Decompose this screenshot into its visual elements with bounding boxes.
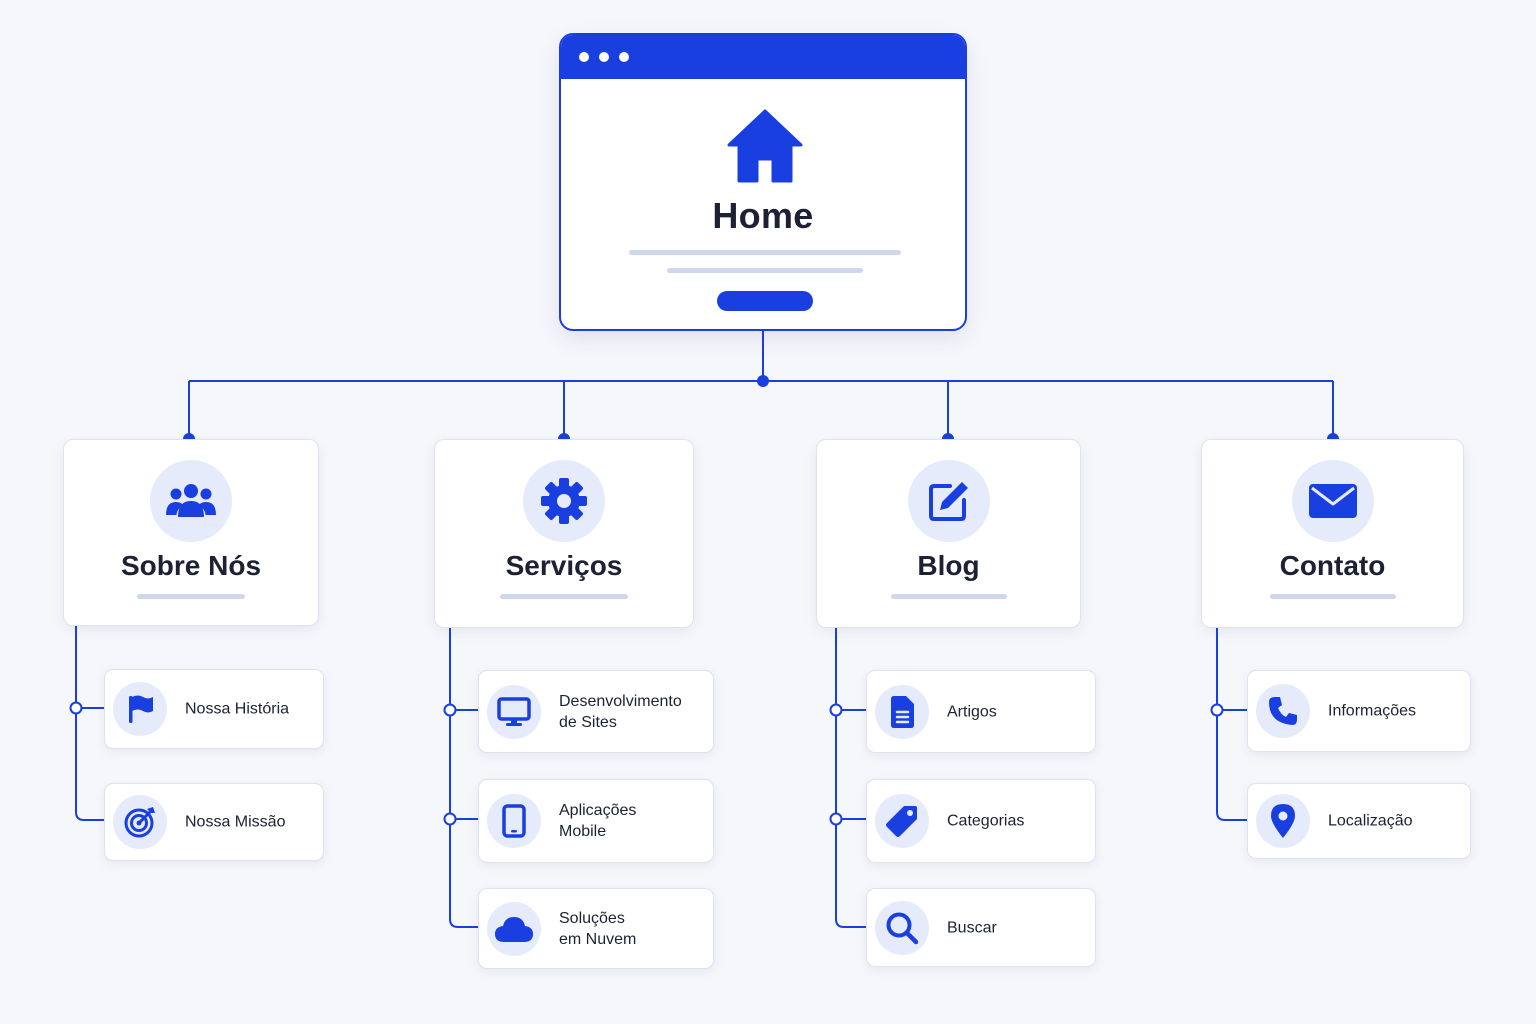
- subpage-label: Nossa Missão: [185, 813, 286, 831]
- node-ring-blog-2: [829, 812, 843, 826]
- subpage-label: Nossa História: [185, 700, 290, 718]
- category-underline: [1269, 594, 1396, 599]
- category-card-servicos[interactable]: Serviços: [434, 439, 694, 628]
- placeholder-line: [667, 268, 863, 273]
- subpage-card-localizacao[interactable]: Localização: [1247, 783, 1471, 859]
- category-label: Sobre Nós: [120, 550, 262, 581]
- home-title: Home: [712, 195, 814, 236]
- subpage-card-informacoes[interactable]: Informações: [1247, 670, 1471, 752]
- cloud-icon: [487, 901, 541, 956]
- connector-sobre-children: [75, 626, 104, 821]
- category-card-sobre-nos[interactable]: Sobre Nós: [63, 439, 319, 626]
- category-label: Contato: [1279, 550, 1386, 581]
- window-dot: [599, 52, 609, 62]
- edit-icon: [907, 460, 990, 542]
- tag-icon: [875, 794, 929, 848]
- search-icon: [875, 900, 929, 955]
- subpage-card-solucoes-em-nuvem[interactable]: Soluções em Nuvem: [478, 888, 714, 969]
- placeholder-line: [629, 250, 901, 255]
- location-pin-icon: [1256, 794, 1310, 848]
- connector-servicos-children: [449, 628, 478, 928]
- subpage-card-desenvolvimento-de-sites[interactable]: Desenvolvimento de Sites: [478, 670, 714, 753]
- window-dot: [579, 52, 589, 62]
- node-ring-blog-1: [829, 703, 843, 717]
- subpage-label: Localização: [1328, 812, 1413, 830]
- mobile-icon: [487, 794, 541, 848]
- node-dot-bus: [757, 375, 769, 387]
- users-icon: [150, 460, 232, 542]
- subpage-label: Informações: [1328, 702, 1417, 720]
- subpage-card-nossa-historia[interactable]: Nossa História: [104, 669, 324, 749]
- category-underline: [137, 594, 245, 599]
- home-cta-button[interactable]: [717, 291, 813, 311]
- node-ring-contato-1: [1210, 703, 1224, 717]
- category-label: Serviços: [505, 550, 623, 581]
- subpage-card-nossa-missao[interactable]: Nossa Missão: [104, 783, 324, 861]
- phone-icon: [1256, 684, 1310, 738]
- subpage-card-aplicacoes-mobile[interactable]: Aplicações Mobile: [478, 779, 714, 863]
- subpage-label: Desenvolvimento de Sites: [559, 692, 682, 731]
- node-ring-servicos-1: [443, 703, 457, 717]
- subpage-label: Soluções em Nuvem: [559, 909, 637, 948]
- subpage-label: Aplicações Mobile: [559, 802, 637, 840]
- monitor-icon: [487, 684, 541, 739]
- document-icon: [875, 684, 929, 739]
- subpage-label: Artigos: [947, 703, 997, 720]
- home-page-window[interactable]: Home: [559, 33, 967, 331]
- category-label: Blog: [917, 550, 980, 581]
- window-dot: [619, 52, 629, 62]
- subpage-label: Buscar: [947, 919, 997, 936]
- node-ring-servicos-2: [443, 812, 457, 826]
- subpage-card-artigos[interactable]: Artigos: [866, 670, 1096, 753]
- gear-icon: [523, 460, 605, 542]
- subpage-label: Categorias: [947, 812, 1025, 830]
- connector-blog-children: [835, 628, 866, 928]
- category-card-blog[interactable]: Blog: [816, 439, 1081, 628]
- category-card-contato[interactable]: Contato: [1201, 439, 1464, 628]
- connector-contato-children: [1216, 628, 1247, 821]
- subpage-card-categorias[interactable]: Categorias: [866, 779, 1096, 863]
- home-icon: [727, 109, 803, 183]
- flag-icon: [113, 682, 167, 736]
- subpage-card-buscar[interactable]: Buscar: [866, 888, 1096, 967]
- category-underline: [890, 594, 1007, 599]
- envelope-icon: [1291, 460, 1374, 542]
- node-ring-sobre-1: [69, 701, 83, 715]
- window-titlebar: [561, 35, 965, 79]
- target-icon: [113, 795, 167, 849]
- category-underline: [500, 594, 628, 599]
